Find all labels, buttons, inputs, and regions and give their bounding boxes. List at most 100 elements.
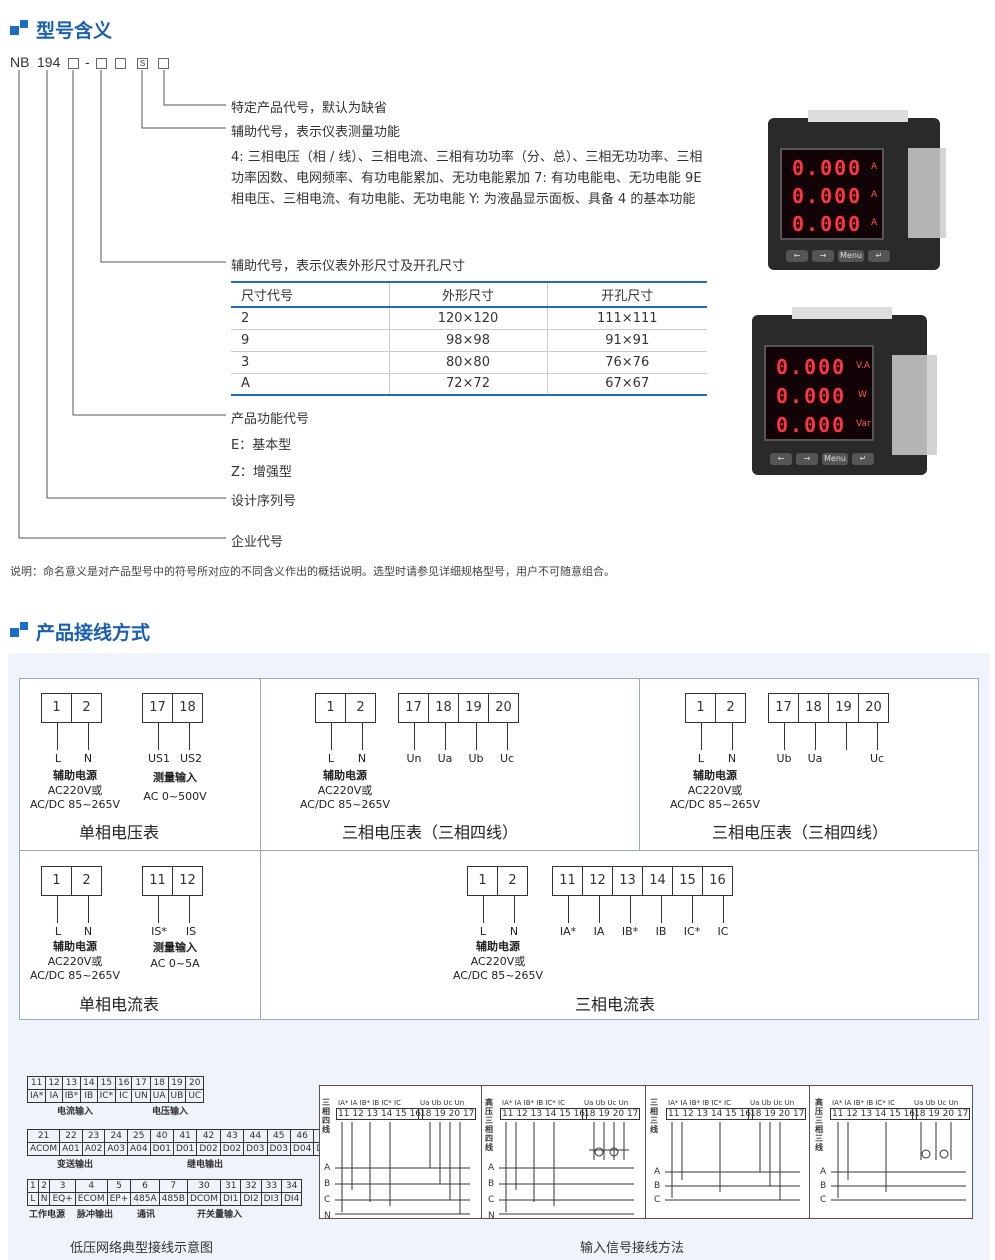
left-arrow-icon: ←	[770, 453, 792, 465]
terminal-label: N	[509, 925, 519, 938]
input-spec: AC 0~500V	[143, 790, 207, 803]
terminal-label: IS*	[151, 925, 167, 938]
terminal: 19	[828, 693, 859, 723]
left-arrow-icon: ←	[786, 250, 808, 262]
dimension-table: 尺寸代号 外形尺寸 开孔尺寸 2 120×120 111×111 9 98×98…	[231, 281, 707, 396]
terminal-label: L	[697, 752, 705, 765]
terminal-label: US1	[147, 752, 171, 765]
meter-image-power: 0.000 0.000 0.000 V.A W Var ← → Menu ↵	[752, 307, 937, 475]
meter2-digits-3: 0.000	[776, 413, 847, 437]
terminal: 14	[642, 866, 673, 896]
tree-item-5: 设计序列号	[231, 494, 297, 509]
table-row: 3 80×80 76×76	[231, 351, 707, 374]
terminal: 17	[142, 693, 173, 723]
terminal-label: IA	[593, 925, 605, 938]
meter-image-current: 0.000 0.000 0.000 A A A ← → Menu ↵	[768, 110, 946, 270]
terminal-label: N	[83, 752, 93, 765]
meter1-unit: A	[871, 218, 878, 228]
terminal-label: IS	[185, 925, 197, 938]
caption-terminal-chart: 低压网络典型接线示意图	[70, 1241, 214, 1256]
terminal-label: IB	[655, 925, 667, 938]
terminal: 16	[702, 866, 733, 896]
power-spec-1: AC220V或	[687, 784, 743, 797]
terminal: 2	[715, 693, 746, 723]
menu-button-image: Menu	[822, 453, 848, 465]
menu-button-image: Menu	[838, 250, 864, 262]
tree-item-1: 特定产品代号，默认为缺省	[231, 101, 388, 116]
terminal: 1	[685, 693, 716, 723]
terminal: 11	[552, 866, 583, 896]
terminal-label: IB*	[621, 925, 639, 938]
table-cell: A	[231, 373, 389, 396]
tree-lines	[18, 70, 226, 539]
tree-item-6: 企业代号	[231, 535, 284, 550]
code-box-1	[68, 58, 79, 69]
input-spec: AC 0~5A	[150, 957, 200, 970]
meter2-unit-var: Var	[856, 419, 871, 429]
terminal: 11	[142, 866, 173, 896]
table-cell: 67×67	[546, 373, 707, 396]
code-box-s: S	[137, 58, 148, 69]
power-spec-2: AC/DC 85~265V	[29, 969, 121, 982]
input-label: 测量输入	[153, 941, 197, 954]
caption-single-voltage: 单相电压表	[78, 823, 159, 842]
table-cell: 76×76	[546, 351, 707, 374]
model-prefix: NB	[10, 54, 30, 70]
section-title-model: 型号含义	[36, 20, 113, 42]
terminal: 17	[398, 693, 429, 723]
terminal-label: Ua	[437, 752, 453, 765]
meter2-digits-1: 0.000	[776, 355, 847, 379]
enter-icon: ↵	[868, 250, 890, 262]
terminal-label: IC*	[683, 925, 701, 938]
terminal: 13	[612, 866, 643, 896]
terminal: 17	[768, 693, 799, 723]
power-spec-1: AC220V或	[47, 955, 103, 968]
caption-three-voltage-4w: 三相电压表（三相四线）	[341, 823, 518, 842]
meter2-digits-2: 0.000	[776, 384, 847, 408]
table-row: 2 120×120 111×111	[231, 307, 707, 330]
power-spec-2: AC/DC 85~265V	[29, 798, 121, 811]
table-cell: 120×120	[388, 307, 547, 330]
right-arrow-icon: →	[812, 250, 834, 262]
terminal: 18	[798, 693, 829, 723]
tree-item-4: 产品功能代号	[231, 412, 310, 427]
table-cell: 111×111	[546, 307, 707, 330]
tree-item-2-desc: 4: 三相电压（相 / 线）、三相电流、三相有功功率（分、总）、三相无功功率、三…	[231, 150, 703, 207]
table-cell: 3	[231, 351, 389, 374]
power-spec-2: AC/DC 85~265V	[669, 798, 761, 811]
section-icon	[10, 20, 30, 36]
terminal: 12	[172, 866, 203, 896]
terminal: 2	[71, 866, 102, 896]
caption-three-voltage-4w-b: 三相电压表（三相四线）	[711, 823, 888, 842]
right-arrow-icon: →	[796, 453, 818, 465]
meter1-unit: A	[871, 162, 878, 172]
terminal-label: L	[327, 752, 335, 765]
caption-three-current: 三相电流表	[574, 995, 655, 1014]
terminal-label: L	[479, 925, 487, 938]
col-header: 外形尺寸	[388, 281, 547, 308]
terminal-label: N	[357, 752, 367, 765]
power-label: 辅助电源	[53, 940, 97, 953]
terminal-label: Un	[406, 752, 422, 765]
terminal-label: Ua	[807, 752, 823, 765]
terminal-chart-row2: 21222324254041424344454647 ACOMA01A02A03…	[26, 1129, 338, 1170]
table-cell: 80×80	[388, 351, 547, 374]
terminal-label: N	[727, 752, 737, 765]
terminal-label: US2	[179, 752, 203, 765]
tree-item-4-z: Z：增强型	[231, 465, 292, 480]
wiring-grid	[19, 678, 979, 1020]
section-icon	[10, 622, 30, 638]
terminal-label: L	[54, 752, 62, 765]
enter-icon: ↵	[852, 453, 874, 465]
tree-item-2: 辅助代号，表示仪表测量功能	[231, 125, 401, 140]
table-row: A 72×72 67×67	[231, 373, 707, 396]
table-cell: 91×91	[546, 329, 707, 352]
terminal-label: IA*	[559, 925, 577, 938]
code-box-5	[158, 58, 169, 69]
terminal: 15	[672, 866, 703, 896]
table-cell: 72×72	[388, 373, 547, 396]
power-label: 辅助电源	[323, 769, 367, 782]
terminal: 19	[458, 693, 489, 723]
